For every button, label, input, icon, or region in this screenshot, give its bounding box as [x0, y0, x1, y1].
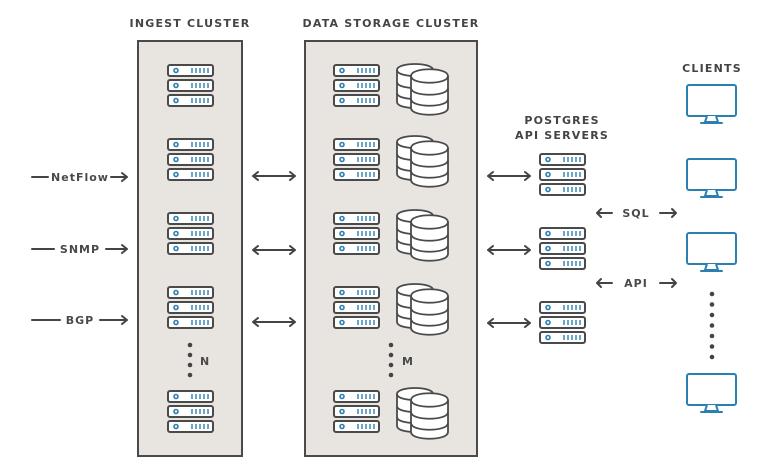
storage-server-icon — [334, 287, 379, 328]
arrow-right-icon — [659, 208, 677, 218]
arrow-right-icon — [99, 315, 128, 325]
bidirectional-arrow-icon — [252, 171, 296, 181]
arrow-left-icon — [596, 278, 613, 288]
storage-cluster-title: DATA STORAGE CLUSTER — [303, 17, 480, 30]
input-netflow: NetFlow — [31, 171, 128, 184]
ingest-server-icon — [168, 287, 213, 328]
ingest-server-icon — [168, 65, 213, 106]
client-monitor-icon — [686, 373, 737, 413]
ingest-count-label: N — [200, 355, 210, 368]
api-server-icon — [540, 228, 585, 269]
api-servers-title-line1: POSTGRES — [524, 114, 599, 127]
protocol-sql: SQL — [596, 207, 677, 220]
storage-server-icon — [334, 139, 379, 180]
arrow-left-icon — [596, 208, 613, 218]
api-server-icon — [540, 302, 585, 343]
arrow-right-icon — [105, 244, 128, 254]
ingest-cluster: N — [137, 40, 243, 457]
storage-cluster-box — [304, 40, 478, 457]
clients — [686, 84, 737, 413]
storage-cluster: M — [304, 40, 478, 457]
ingest-server-icon — [168, 213, 213, 254]
storage-count-label: M — [402, 355, 414, 368]
database-icon — [396, 209, 449, 262]
input-label: SNMP — [60, 243, 100, 256]
ingest-storage-arrows — [252, 171, 296, 327]
storage-server-icon — [334, 213, 379, 254]
input-bgp: BGP — [31, 314, 128, 327]
client-monitor-icon — [686, 158, 737, 198]
database-icon — [396, 387, 449, 440]
input-snmp: SNMP — [31, 243, 128, 256]
clients-title: CLIENTS — [682, 62, 742, 75]
database-icon — [396, 63, 449, 116]
api-servers-title-line2: API SERVERS — [515, 129, 609, 142]
api-servers — [540, 154, 585, 343]
storage-server-icon — [334, 65, 379, 106]
input-label: NetFlow — [51, 171, 109, 184]
storage-server-icon — [334, 391, 379, 432]
database-icon — [396, 283, 449, 336]
bidirectional-arrow-icon — [487, 318, 531, 328]
ingest-server-icon — [168, 139, 213, 180]
ingest-ellipsis-icon — [187, 342, 193, 378]
client-monitor-icon — [686, 232, 737, 272]
clients-ellipsis-icon — [709, 291, 715, 360]
ingest-cluster-title: INGEST CLUSTER — [130, 17, 251, 30]
client-monitor-icon — [686, 84, 737, 124]
storage-api-arrows — [487, 171, 531, 328]
bidirectional-arrow-icon — [252, 317, 296, 327]
arrow-right-icon — [110, 172, 128, 182]
protocol-api: API — [596, 277, 677, 290]
arrow-right-icon — [659, 278, 677, 288]
storage-ellipsis-icon — [388, 342, 394, 378]
protocol-label: API — [624, 277, 648, 290]
api-server-icon — [540, 154, 585, 195]
bidirectional-arrow-icon — [252, 245, 296, 255]
bidirectional-arrow-icon — [487, 171, 531, 181]
protocol-label: SQL — [622, 207, 649, 220]
database-icon — [396, 135, 449, 188]
bidirectional-arrow-icon — [487, 245, 531, 255]
ingest-server-icon — [168, 391, 213, 432]
input-label: BGP — [66, 314, 94, 327]
